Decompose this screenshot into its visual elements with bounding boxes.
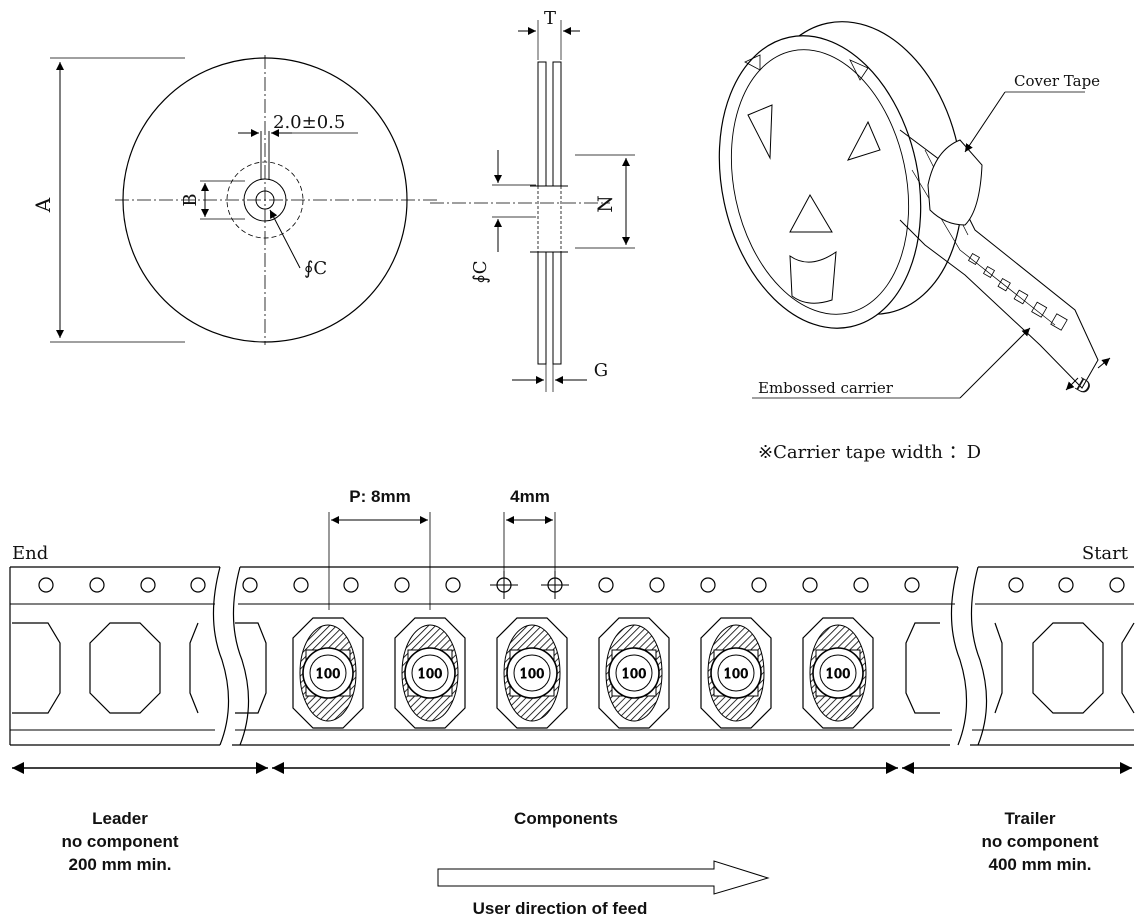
empty-pocket bbox=[905, 622, 940, 714]
empty-pocket bbox=[189, 622, 199, 714]
reel-front-labels: A B 2.0±0.5 ∮C bbox=[31, 112, 345, 279]
component-pocket: 100 bbox=[496, 617, 568, 729]
reel-side-labels: T N ∮C G bbox=[470, 8, 617, 381]
sprocket-hole bbox=[1058, 577, 1074, 593]
sprocket-hole bbox=[343, 577, 359, 593]
feed-direction-arrow bbox=[437, 860, 770, 895]
carrier-tape-strip bbox=[9, 566, 1134, 746]
hole-pitch-label: 4mm bbox=[510, 487, 550, 506]
empty-pocket bbox=[994, 622, 1003, 714]
components-label: Components bbox=[514, 809, 618, 828]
component-marking: 100 bbox=[724, 667, 749, 682]
pitch-dimensions bbox=[328, 512, 556, 610]
sprocket-hole bbox=[394, 577, 410, 593]
sprocket-hole bbox=[751, 577, 767, 593]
sprocket-hole bbox=[904, 577, 920, 593]
reel-perspective-view bbox=[718, 21, 1111, 399]
component-pocket: 100 bbox=[292, 617, 364, 729]
sprocket-hole bbox=[649, 577, 665, 593]
reel-3d-labels: Cover Tape Embossed carrier D ※Carrier t… bbox=[758, 72, 1100, 463]
component-marking: 100 bbox=[520, 667, 545, 682]
tape-start-label: Start bbox=[1082, 543, 1129, 564]
reel-front-view bbox=[50, 55, 440, 345]
leader-note: no component bbox=[61, 832, 178, 851]
sprocket-hole bbox=[1109, 577, 1125, 593]
empty-pocket bbox=[1032, 622, 1104, 714]
component-pocket: 100 bbox=[598, 617, 670, 729]
feed-direction-label: User direction of feed bbox=[473, 899, 648, 918]
tape-labels: End Start P: 8mm 4mm bbox=[12, 487, 1129, 564]
dim-c-label: ∮C bbox=[304, 258, 327, 279]
sprocket-hole bbox=[190, 577, 206, 593]
component-marking: 100 bbox=[622, 667, 647, 682]
dim-d-label: D bbox=[1072, 374, 1095, 399]
dim-c-side-label: ∮C bbox=[470, 260, 491, 283]
component-marking: 100 bbox=[826, 667, 851, 682]
dim-b-label: B bbox=[180, 193, 201, 206]
empty-pocket bbox=[1121, 622, 1135, 714]
trailer-title: Trailer bbox=[1004, 809, 1055, 828]
empty-pocket bbox=[235, 622, 267, 714]
sprocket-hole bbox=[700, 577, 716, 593]
empty-pocket bbox=[12, 622, 61, 714]
leader-title: Leader bbox=[92, 809, 148, 828]
component-marking: 100 bbox=[316, 667, 341, 682]
sprocket-hole bbox=[598, 577, 614, 593]
dim-n-label: N bbox=[593, 195, 617, 213]
trailer-note: no component bbox=[981, 832, 1098, 851]
carrier-width-note: ※Carrier tape width ：D bbox=[758, 442, 981, 463]
component-pocket: 100 bbox=[802, 617, 874, 729]
empty-pocket bbox=[89, 622, 161, 714]
reel-side-view bbox=[430, 20, 635, 392]
sprocket-hole bbox=[802, 577, 818, 593]
sprocket-hole bbox=[140, 577, 156, 593]
tape-end-label: End bbox=[12, 543, 48, 564]
dim-t-label: T bbox=[544, 8, 556, 29]
leader-length: 200 mm min. bbox=[69, 855, 172, 874]
sprocket-hole bbox=[1008, 577, 1024, 593]
component-pocket: 100 bbox=[394, 617, 466, 729]
sprocket-hole bbox=[89, 577, 105, 593]
component-pocket: 100 bbox=[700, 617, 772, 729]
dim-g-label: G bbox=[594, 360, 608, 381]
trailer-length: 400 mm min. bbox=[989, 855, 1092, 874]
sprocket-hole bbox=[38, 577, 54, 593]
dim-a-label: A bbox=[31, 197, 55, 213]
sprocket-hole bbox=[293, 577, 309, 593]
section-labels: Leader no component 200 mm min. Componen… bbox=[61, 809, 1098, 918]
cover-tape-label: Cover Tape bbox=[1014, 72, 1100, 90]
sprocket-hole bbox=[445, 577, 461, 593]
embossed-carrier-label: Embossed carrier bbox=[758, 379, 894, 397]
sprocket-hole bbox=[853, 577, 869, 593]
component-marking: 100 bbox=[418, 667, 443, 682]
sprocket-hole bbox=[242, 577, 258, 593]
slot-width-label: 2.0±0.5 bbox=[273, 112, 345, 133]
pitch-label: P: 8mm bbox=[349, 487, 410, 506]
